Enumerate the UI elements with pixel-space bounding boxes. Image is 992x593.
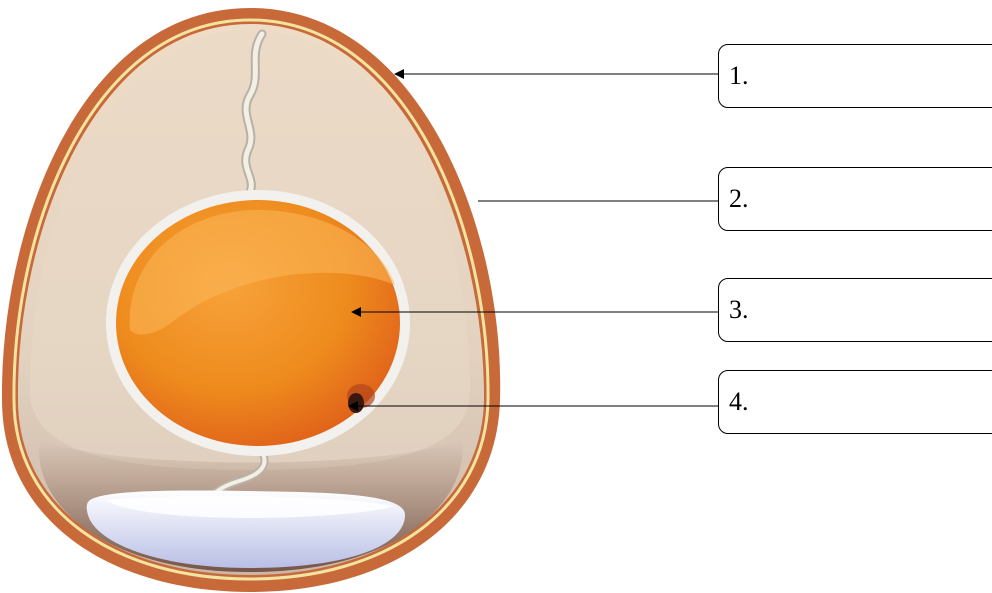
label-text-2: 2.: [729, 184, 749, 214]
label-box-2[interactable]: 2.: [718, 167, 992, 231]
label-box-1[interactable]: 1.: [718, 44, 992, 108]
label-box-4[interactable]: 4.: [718, 370, 992, 434]
label-text-4: 4.: [729, 387, 749, 417]
label-box-3[interactable]: 3.: [718, 278, 992, 342]
germinal-disc: [348, 393, 364, 413]
label-text-1: 1.: [729, 61, 749, 91]
label-text-3: 3.: [729, 295, 749, 325]
